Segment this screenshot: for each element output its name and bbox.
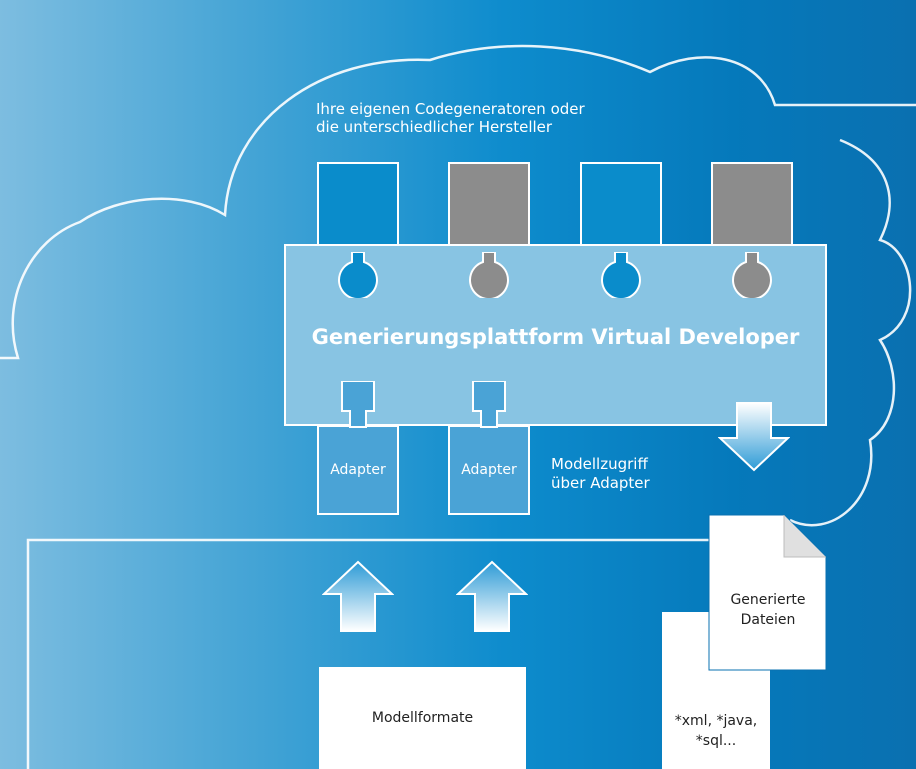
model-formats-label: Modellformate — [371, 710, 474, 726]
generator-block-4 — [711, 162, 793, 250]
generated-files-label: Generierte Dateien — [712, 588, 824, 632]
generated-files-line2: Dateien — [740, 612, 796, 628]
file-types-line1: *xml, *java, — [674, 712, 758, 729]
adapter-label-2: Adapter — [461, 462, 517, 478]
generators-caption-line1: Ihre eigenen Codegeneratoren oder — [316, 100, 585, 118]
generator-block-2 — [448, 162, 530, 250]
output-arrow-icon — [718, 402, 790, 472]
connector-knob-3 — [601, 252, 641, 298]
connector-knob-1 — [338, 252, 378, 298]
generator-block-1 — [317, 162, 399, 250]
generated-files-document-icon — [708, 514, 827, 671]
platform-title: Generierungsplattform Virtual Developer — [311, 325, 800, 349]
adapter-label-1: Adapter — [330, 462, 386, 478]
input-arrow-icon-2 — [456, 560, 528, 632]
model-formats-box: Modellformate — [319, 667, 526, 769]
generator-block-3 — [580, 162, 662, 250]
adapter-box-2 — [448, 425, 530, 515]
generators-caption-line2: die unterschiedlicher Hersteller — [316, 118, 553, 136]
connector-knob-4 — [732, 252, 772, 298]
frame-outline — [26, 538, 760, 769]
file-types-line2: *sql... — [695, 732, 737, 749]
adapter-plug-1 — [341, 381, 375, 428]
generated-files-line1: Generierte — [730, 592, 806, 608]
connector-knob-2 — [469, 252, 509, 298]
adapter-box-1 — [317, 425, 399, 515]
input-arrow-icon-1 — [322, 560, 394, 632]
model-access-line2: über Adapter — [551, 474, 650, 492]
model-access-line1: Modellzugriff — [551, 455, 648, 473]
adapter-plug-2 — [472, 381, 506, 428]
